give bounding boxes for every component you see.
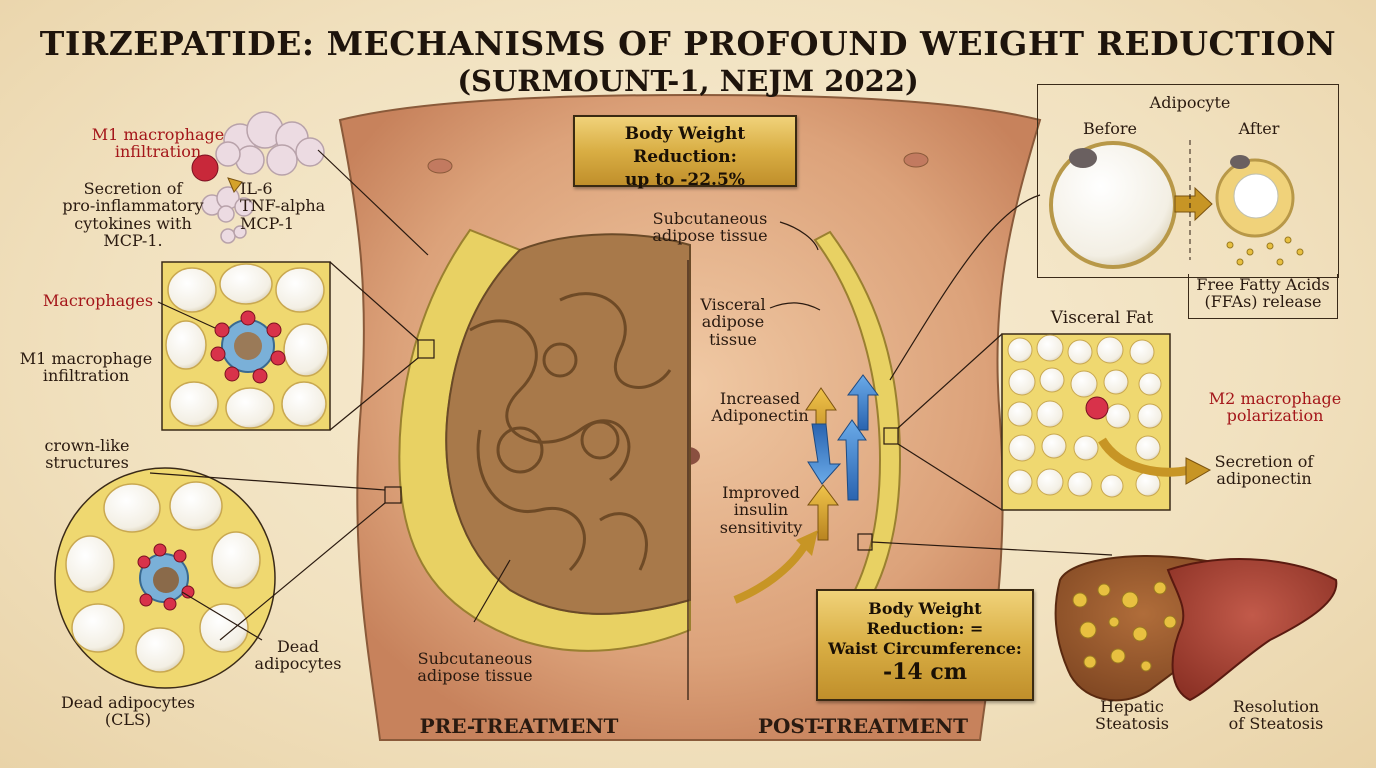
label-subq-bottom: Subcutaneous adipose tissue [417, 649, 533, 686]
label-crown: crown-like structures [44, 436, 130, 473]
label-m1-mid: M1 macrophage infiltration [19, 349, 153, 386]
label-post-treatment: POST-TREATMENT [757, 714, 969, 738]
label-adiponectin: Increased Adiponectin [711, 389, 809, 426]
label-ffa: Free Fatty Acids (FFAs) release [1196, 275, 1330, 312]
label-insulin: Improved insulin sensitivity [719, 483, 803, 537]
cytokine-arrow [227, 177, 243, 193]
label-m2: M2 macrophage polarization [1208, 389, 1342, 426]
m2-macrophage [1085, 396, 1109, 420]
label-before: Before [1083, 119, 1137, 138]
m1-macrophage-top [191, 154, 219, 182]
label-subq-top: Subcutaneous adipose tissue [652, 209, 768, 246]
fat-cells-square [165, 263, 329, 429]
waist-box-value: -14 cm [882, 659, 968, 685]
left-nipple [427, 158, 453, 174]
label-dead-cls: Dead adipocytes (CLS) [60, 693, 196, 730]
ffa-panel [1188, 274, 1338, 319]
insulin-arrowhead [796, 530, 818, 556]
leader-lines-center [769, 194, 1113, 556]
adiponectin-arrows [805, 374, 879, 541]
pre-abdominal-cavity [445, 233, 691, 615]
adiponectin-arrowhead [1185, 457, 1212, 485]
fat-cells-circle [65, 481, 261, 673]
main-title: TIRZEPATIDE: MECHANISMS OF PROFOUND WEIG… [39, 24, 1337, 63]
label-pre-treatment: PRE-TREATMENT [419, 714, 619, 738]
crown-core [234, 332, 262, 360]
label-macrophages: Macrophages [42, 291, 154, 310]
weight-reduction-box: Body Weight Reduction: up to -22.5% [573, 115, 797, 190]
label-cytokines: IL-6 TNF-alpha MCP-1 [240, 179, 326, 233]
adipocyte-before-nucleus [1069, 148, 1097, 168]
label-secretion: Secretion of pro-inflammatory cytokines … [62, 179, 204, 250]
adipocyte-panel [1037, 84, 1339, 278]
label-dead: Dead adipocytes [254, 637, 342, 674]
cls-macrophages [137, 543, 195, 611]
cytokine-cloud [201, 111, 325, 244]
adipocyte-after-nucleus [1230, 155, 1250, 169]
adipocyte-arrow [1174, 186, 1213, 222]
liver-resolved [1166, 558, 1338, 702]
adipocyte-after-lipid [1233, 173, 1279, 219]
waist-box: Body Weight Reduction: = Waist Circumfer… [816, 589, 1034, 701]
label-hepatic: Hepatic Steatosis [1095, 697, 1169, 734]
leader-lines-left [149, 149, 511, 641]
visceral-fat-cells [1007, 334, 1163, 498]
main-subtitle: (SURMOUNT-1, NEJM 2022) [457, 64, 919, 98]
label-visceral: Visceral adipose tissue [700, 295, 766, 349]
weight-reduction-text: Body Weight Reduction: up to -22.5% [624, 124, 746, 190]
adiponectin-arrow [1098, 437, 1191, 477]
macrophage-ring [210, 310, 286, 384]
right-nipple [903, 152, 929, 168]
waist-box-text: Body Weight Reduction: = Waist Circumfer… [828, 599, 1022, 658]
label-resolution: Resolution of Steatosis [1228, 697, 1324, 734]
label-after: After [1238, 119, 1280, 138]
ffa-droplets [1226, 236, 1304, 266]
intestines [469, 292, 672, 572]
label-adipocyte: Adipocyte [1149, 93, 1231, 112]
cls-core [153, 567, 179, 593]
label-secretion-adiponectin: Secretion of adiponectin [1214, 452, 1314, 489]
label-m1-top: M1 macrophage infiltration [91, 125, 225, 162]
label-visceral-fat: Visceral Fat [1050, 308, 1154, 328]
insulin-arrow [733, 542, 809, 604]
